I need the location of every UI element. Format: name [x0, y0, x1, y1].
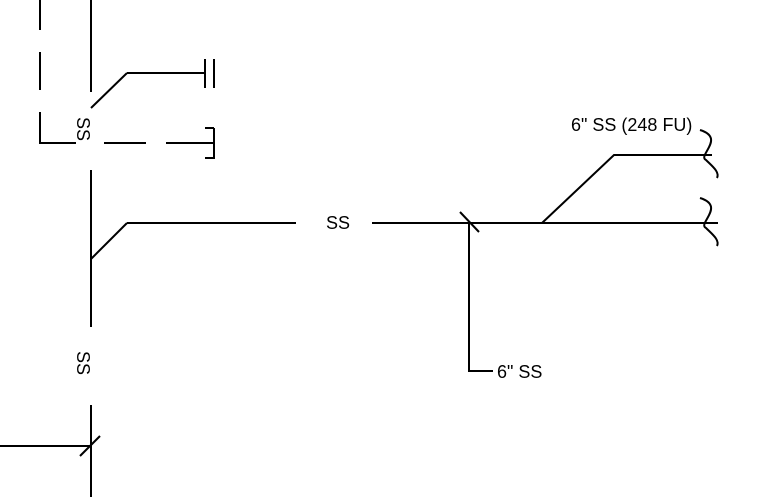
upper-right-branch-pipe: [541, 154, 712, 224]
main-branch-diagonal: [90, 222, 128, 260]
branch-down-pipe: [468, 223, 493, 372]
dashed-enclosure-corner: [39, 112, 76, 144]
break-line-main-right: [699, 197, 719, 247]
upper-right-branch-label: 6" SS (248 FU): [571, 115, 692, 135]
dashed-enclosure-right-bracket: [166, 142, 215, 159]
ss-label-horizontal-main: SS: [326, 213, 350, 233]
ss-label-vertical-lower: SS: [73, 351, 93, 375]
dashed-enclosure: [39, 0, 215, 159]
cleanout-branch-diagonal: [90, 72, 128, 109]
ss-label-vertical-top: SS: [73, 117, 93, 141]
main-branch-tee-tick: [459, 211, 480, 233]
branch-down-label: 6" SS: [497, 362, 542, 382]
lower-branch-tee-tick: [79, 435, 101, 457]
break-line-upper-right: [699, 129, 719, 179]
